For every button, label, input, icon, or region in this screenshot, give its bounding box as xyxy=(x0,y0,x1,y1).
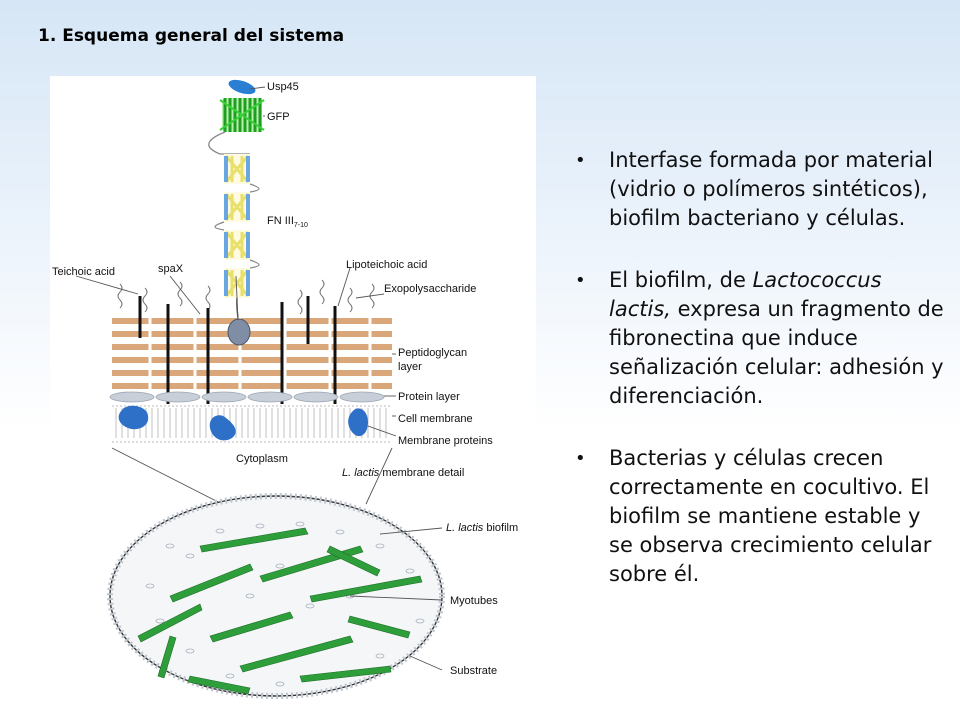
peptidoglycan-layer xyxy=(112,316,392,391)
label-membrane-detail: L. lactis membrane detail xyxy=(342,467,464,479)
label-peptidoglycan: Peptidoglycan xyxy=(398,347,467,359)
label-exopolysaccharide: Exopolysaccharide xyxy=(384,283,476,295)
label-cytoplasm: Cytoplasm xyxy=(236,453,288,465)
gfp-barrel xyxy=(219,98,265,132)
surface-polysaccharides xyxy=(117,279,375,315)
label-lipoteichoic-acid: Lipoteichoic acid xyxy=(346,259,427,271)
fn-iii-domains xyxy=(214,154,260,321)
label-usp45: Usp45 xyxy=(267,81,299,93)
bullet-biofilm-post: expresa un fragmento de fibronectina que… xyxy=(609,297,944,408)
bullet-coculture-text: Bacterias y células crecen correctamente… xyxy=(609,446,932,586)
label-membrane-proteins: Membrane proteins xyxy=(398,435,493,447)
bullet-coculture: Bacterias y células crecen correctamente… xyxy=(575,444,945,589)
bullet-interface-text: Interfase formada por material (vidrio o… xyxy=(609,148,933,230)
biofilm-dish: L. lactis biofilm Myotubes Substrate xyxy=(107,493,518,699)
label-gfp: GFP xyxy=(267,111,290,123)
bullet-biofilm-pre: El biofilm, de xyxy=(609,268,753,292)
lactis-biofilm-diagram: Usp45 GFP FN III7-10 Teichoic acid spaX … xyxy=(50,76,540,720)
label-protein-layer: Protein layer xyxy=(398,391,460,403)
protein-layer xyxy=(109,391,385,403)
label-lactis-biofilm: L. lactis biofilm xyxy=(446,522,518,534)
label-peptidoglycan-layer: layer xyxy=(398,361,422,373)
label-fn-iii: FN III7-10 xyxy=(267,215,308,229)
label-cell-membrane: Cell membrane xyxy=(398,413,473,425)
label-spax: spaX xyxy=(158,263,184,275)
label-teichoic-acid: Teichoic acid xyxy=(52,266,115,278)
spax-anchor xyxy=(227,318,251,346)
usp45-shape xyxy=(228,79,256,95)
label-substrate: Substrate xyxy=(450,665,497,677)
bullet-biofilm-species: Lactococcus lactis, xyxy=(609,268,882,321)
membrane-proteins xyxy=(118,405,368,441)
label-myotubes: Myotubes xyxy=(450,595,498,607)
slide-title: 1. Esquema general del sistema xyxy=(38,26,345,46)
bullet-interface: Interfase formada por material (vidrio o… xyxy=(575,146,945,233)
bullet-biofilm: El biofilm, de Lactococcus lactis, expre… xyxy=(575,266,945,411)
teichoic-rods xyxy=(138,296,337,406)
bullet-list: Interfase formada por material (vidrio o… xyxy=(575,146,945,622)
